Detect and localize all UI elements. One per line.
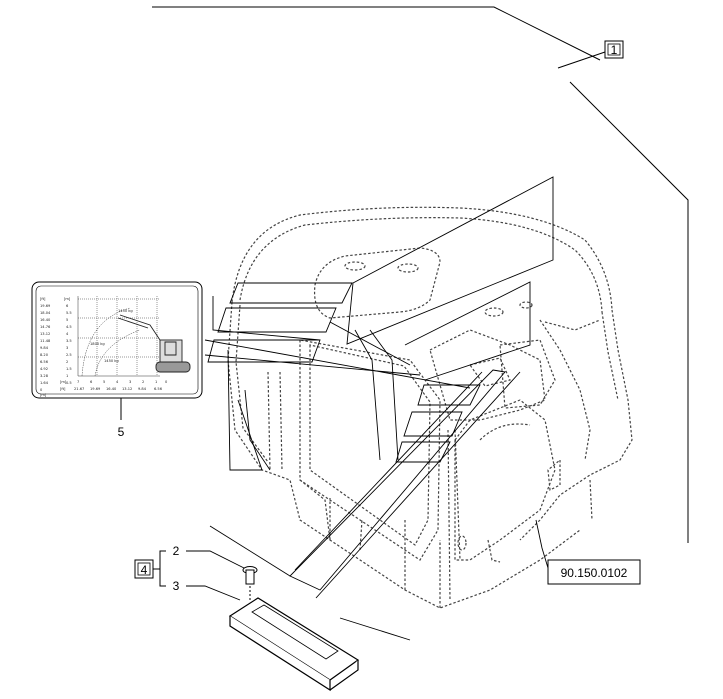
chart-y-tick-m: 0.5 bbox=[66, 381, 72, 385]
chart-x-tick: 6.56 bbox=[154, 387, 163, 391]
chart-y-tick: [m] bbox=[40, 393, 47, 397]
chart-y-tick-m: 4.5 bbox=[66, 325, 72, 329]
chart-y-tick-m: 2 bbox=[66, 360, 68, 364]
chart-y-tick: 18.04 bbox=[40, 311, 51, 315]
load-chart-decal: [ft] 19.69 18.04 16.40 14.76 13.12 11.48… bbox=[31, 281, 203, 399]
chart-x-tick: 21.67 bbox=[74, 387, 84, 391]
chart-x-tick-m: 6 bbox=[90, 380, 93, 384]
chart-y-tick-m: 5.5 bbox=[66, 311, 72, 315]
chart-y-tick-m: 4 bbox=[66, 332, 69, 336]
callout-1-label: 1 bbox=[611, 43, 618, 57]
chart-y-tick-m: [m] bbox=[64, 297, 71, 301]
cab-outline bbox=[227, 206, 633, 609]
chart-x-tick-m: 3 bbox=[129, 380, 131, 384]
chart-x-tick-m: 1 bbox=[155, 380, 157, 384]
chart-y-tick-m: 1.5 bbox=[66, 367, 72, 371]
callout-1: 1 bbox=[604, 40, 624, 59]
chart-y-tick-m: 2.5 bbox=[66, 353, 72, 357]
chart-y-tick-m: 3.5 bbox=[66, 339, 72, 343]
leader-lines bbox=[186, 550, 245, 601]
chart-x-tick: 13.12 bbox=[122, 387, 132, 391]
frame-lines bbox=[152, 6, 689, 543]
plate-part bbox=[228, 597, 360, 692]
chart-y-tick: 11.48 bbox=[40, 339, 51, 343]
chart-y-tick: 6.56 bbox=[40, 360, 49, 364]
callout-4-bracket: 4 bbox=[134, 550, 166, 587]
chart-x-tick: [ft] bbox=[60, 387, 66, 391]
chart-y-tick: 0 bbox=[40, 388, 43, 392]
chart-x-tick: 16.40 bbox=[106, 387, 117, 391]
bolt-part bbox=[242, 566, 258, 600]
chart-x-tick-m: 5 bbox=[103, 380, 105, 384]
chart-load-label: 1800 kg bbox=[90, 342, 105, 346]
chart-y-tick: 14.76 bbox=[40, 325, 51, 329]
chart-x-tick: 19.69 bbox=[90, 387, 101, 391]
reference-label: 90.150.0102 bbox=[547, 559, 641, 585]
chart-x-tick-m: [m] bbox=[60, 380, 67, 384]
chart-y-tick: 8.20 bbox=[40, 353, 49, 357]
chart-y-tick-m: 3 bbox=[66, 346, 68, 350]
chart-y-tick: 1.64 bbox=[40, 381, 49, 385]
chart-x-tick-m: 7 bbox=[77, 380, 79, 384]
chart-x-tick-m: 4 bbox=[116, 380, 119, 384]
chart-y-tick: [ft] bbox=[40, 297, 46, 301]
callout-3-label: 3 bbox=[173, 579, 180, 593]
chart-y-tick-m: 6 bbox=[66, 304, 69, 308]
chart-x-tick: 9.84 bbox=[138, 387, 147, 391]
chart-x-tick-m: 2 bbox=[142, 380, 144, 384]
reference-label-text: 90.150.0102 bbox=[561, 566, 628, 580]
chart-y-tick-m: 1 bbox=[66, 374, 68, 378]
chart-y-tick: 9.84 bbox=[40, 346, 49, 350]
callout-5-label: 5 bbox=[118, 425, 125, 439]
chart-y-tick: 13.12 bbox=[40, 332, 50, 336]
chart-y-tick: 19.69 bbox=[40, 304, 51, 308]
decal-sheets bbox=[204, 176, 554, 641]
chart-load-label: 1450 kg bbox=[118, 309, 133, 313]
chart-y-tick-m: 5 bbox=[66, 318, 68, 322]
chart-y-tick: 3.28 bbox=[40, 374, 49, 378]
chart-x-tick-m: 0 bbox=[165, 380, 168, 384]
chart-y-tick: 4.92 bbox=[40, 367, 48, 371]
callout-2-label: 2 bbox=[173, 544, 180, 558]
chart-load-label: 1450 kg bbox=[104, 359, 119, 363]
callout-4-label: 4 bbox=[141, 563, 148, 577]
chart-y-tick: 16.40 bbox=[40, 318, 51, 322]
